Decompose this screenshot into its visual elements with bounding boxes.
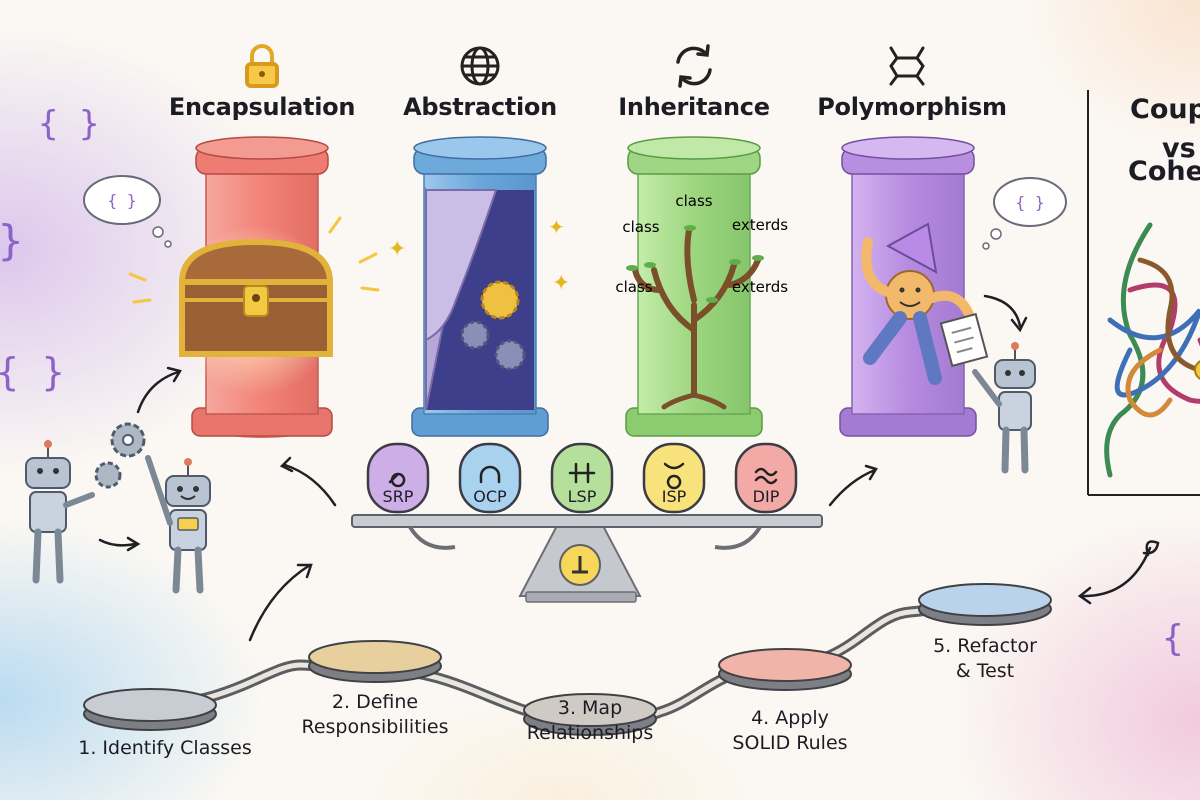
brace-decoration: { }	[1162, 618, 1200, 659]
coupling-panel	[1087, 90, 1200, 496]
arrow	[248, 563, 312, 642]
tree-label: class	[615, 278, 652, 296]
step-label-2: 2. Define Responsibilities	[301, 691, 449, 738]
flow-arrows	[98, 294, 1160, 642]
solid-label: LSP	[568, 487, 597, 506]
coupling-title-line-2: vs	[1162, 133, 1196, 164]
arrow	[98, 538, 137, 547]
solid-label: DIP	[753, 487, 780, 506]
shape-shift-icon	[889, 46, 925, 86]
solid-glyph-icon	[479, 465, 501, 484]
curtain-illustration	[425, 186, 534, 411]
tree-leaves	[626, 225, 764, 303]
sparkle-icon: ✦	[548, 215, 565, 239]
tree-label: class	[622, 218, 659, 236]
roadmap-step-1	[83, 688, 217, 731]
step-label-5: 5. Refactor & Test	[933, 635, 1037, 682]
arrow	[828, 468, 877, 507]
arrow	[283, 463, 337, 507]
svg-text:{ }: { }	[108, 191, 137, 210]
solid-principles: SRP OCP LSP ISP DIP	[366, 442, 798, 514]
solid-medallion-dip: DIP	[734, 442, 798, 514]
arrow-head	[166, 366, 182, 383]
step-label-1: 1. Identify Classes	[78, 737, 252, 759]
solid-glyph-icon	[388, 472, 406, 488]
arrow-head	[126, 536, 141, 552]
robot-character	[25, 440, 95, 584]
solid-glyph-icon	[754, 467, 778, 485]
arrow-head	[864, 464, 878, 481]
padlock-icon	[245, 44, 279, 88]
roadmap-step-4	[718, 648, 852, 691]
robot-character	[145, 455, 211, 594]
arrow	[983, 294, 1022, 328]
document-icon	[939, 312, 989, 368]
thought-bubble: { }	[982, 177, 1067, 250]
tree-illustration	[632, 227, 761, 410]
pillar-title-encapsulation: Encapsulation	[168, 93, 356, 121]
arrow-head	[296, 563, 313, 579]
globe-icon	[460, 46, 500, 86]
tree-label: exterds	[732, 216, 788, 234]
solid-glyph-icon	[568, 462, 596, 484]
step-label-3: 3. Map Relationships	[526, 697, 654, 744]
pillar-title-polymorphism: Polymorphism	[817, 93, 1007, 121]
solid-glyph-icon	[663, 462, 685, 490]
arrow-head	[1010, 316, 1028, 333]
brace-decoration: { }	[38, 104, 99, 144]
pillar-title-inheritance: Inheritance	[618, 93, 770, 121]
squiggle	[1142, 540, 1160, 557]
tangled-knot-illustration	[1104, 222, 1200, 478]
coupling-title-line-3: Cohe	[1128, 156, 1200, 187]
sparkle-icon: ✦	[388, 237, 406, 262]
solid-label: OCP	[473, 487, 507, 506]
solid-medallion-ocp: OCP	[458, 442, 522, 514]
brace-decoration: { }	[0, 350, 65, 394]
solid-label: ISP	[662, 487, 687, 506]
solid-medallion-lsp: LSP	[550, 442, 614, 514]
tree-label: exterds	[732, 278, 788, 296]
svg-text:{ }: { }	[1016, 193, 1045, 212]
coupling-title-line-1: Coup	[1130, 94, 1200, 125]
arrow	[136, 370, 180, 414]
solid-label: SRP	[383, 487, 414, 506]
roadmap-steps	[83, 583, 1052, 736]
robot-character	[972, 342, 1036, 474]
refresh-icon	[676, 44, 712, 88]
roadmap-step-2	[308, 640, 442, 683]
arrow	[1078, 546, 1152, 598]
arrow-head	[279, 456, 294, 473]
arrow-head	[1077, 586, 1092, 605]
roadmap-step-5	[918, 583, 1052, 626]
step-label-4: 4. Apply SOLID Rules	[732, 707, 848, 754]
brace-decoration: }	[0, 216, 23, 265]
roadmap-step-3	[523, 693, 657, 736]
gear-icon	[94, 422, 146, 489]
treasure-chest-illustration	[128, 216, 380, 395]
pillar-polymorphism	[839, 136, 977, 437]
thought-bubble: { }	[83, 175, 172, 248]
solid-medallion-srp: SRP	[366, 442, 430, 514]
tree-label: class	[675, 192, 712, 210]
solid-medallion-isp: ISP	[642, 442, 706, 514]
sparkle-icon: ✦	[552, 271, 570, 296]
balance-scale	[351, 514, 823, 603]
pillar-title-abstraction: Abstraction	[403, 93, 557, 121]
